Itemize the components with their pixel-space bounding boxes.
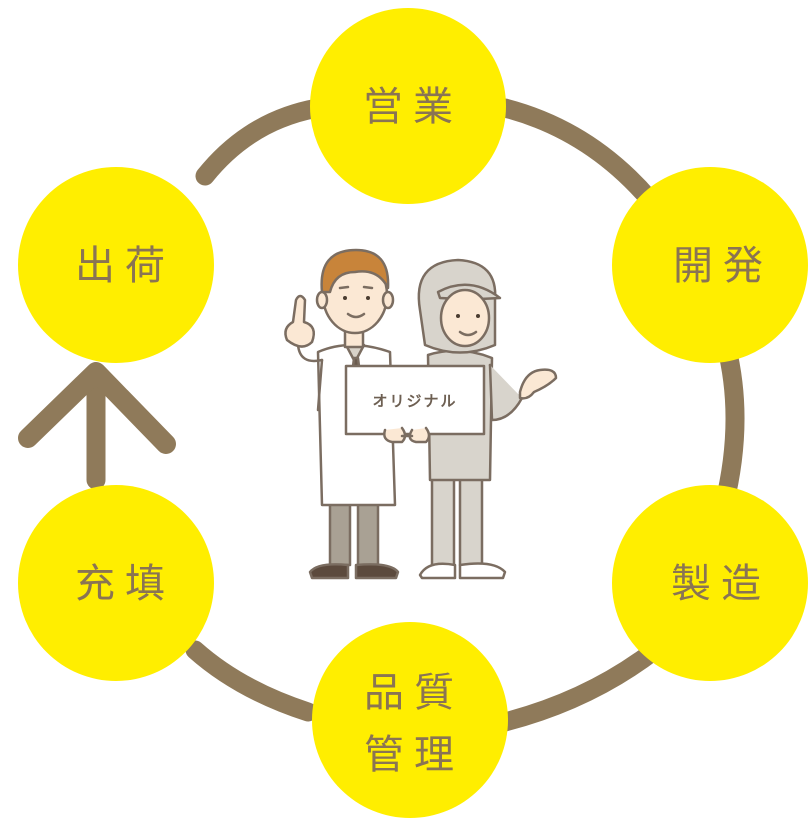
ring-arc-sales-to-development [495,98,660,210]
node-manufacturing: 製造 [612,485,808,681]
ring-arc-shipping-to-sales [195,98,328,186]
ring-arc-development-to-manufacturing [714,335,745,515]
node-sales: 営業 [310,8,506,204]
node-quality-label-line1: 品質 [364,670,464,716]
node-filling-label: 充填 [75,561,175,607]
ring-arc-quality-to-filling [185,640,318,722]
center-illustration: オリジナル [284,248,558,580]
node-development-label: 開発 [673,243,773,289]
node-quality-label-line2: 管理 [364,732,464,778]
node-shipping: 出荷 [18,167,214,363]
node-development: 開発 [612,167,808,363]
node-sales-label: 営業 [363,84,463,130]
ring-arc-manufacturing-to-quality [495,640,665,732]
node-manufacturing-label: 製造 [671,561,771,607]
cycle-ring [86,98,745,732]
node-filling: 充填 [18,485,214,681]
flow-arrow-icon [18,362,176,454]
center-sign-label: オリジナル [372,392,457,410]
node-shipping-label: 出荷 [75,243,175,289]
node-quality-control: 品質 管理 [312,622,508,818]
center-sign: オリジナル [344,364,486,444]
